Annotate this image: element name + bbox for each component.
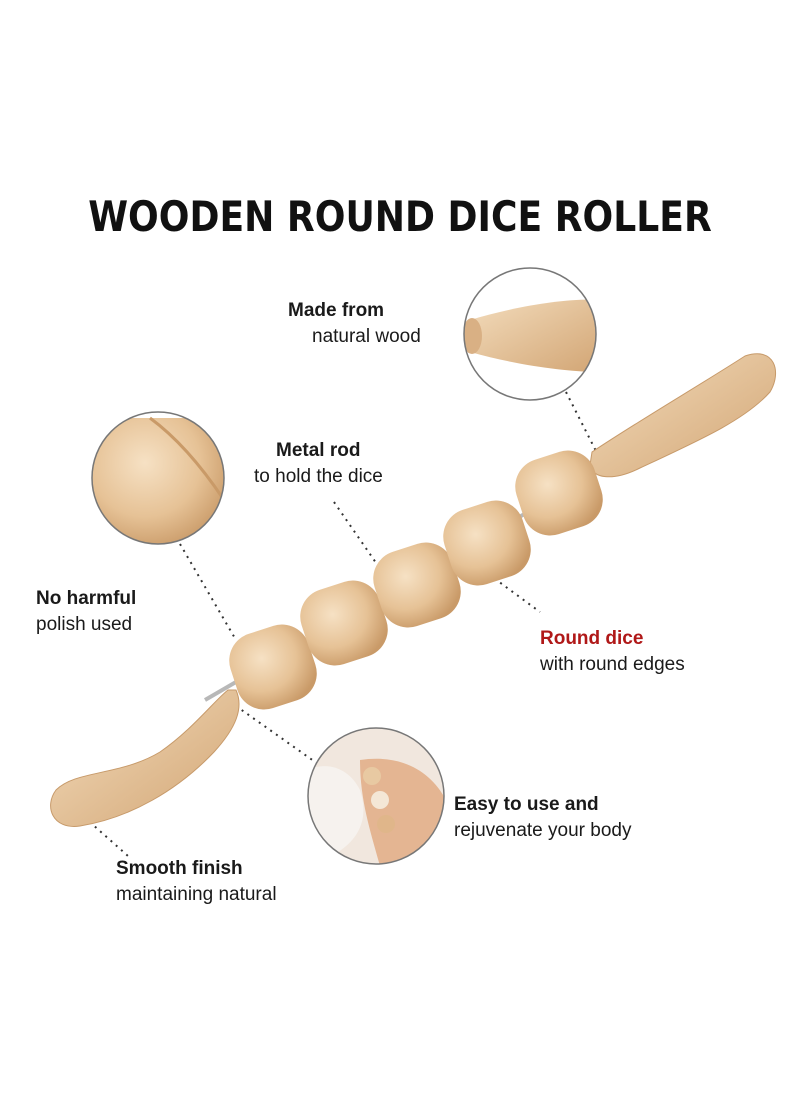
callout-heading: Easy to use and	[454, 794, 599, 815]
die	[443, 500, 531, 586]
callout-smooth-finish: Smooth finish maintaining natural	[116, 856, 277, 908]
callout-subtext: rejuvenate your body	[454, 820, 632, 841]
callout-subtext: to hold the dice	[254, 466, 383, 487]
die	[373, 542, 461, 628]
zoom-circle-usage	[307, 727, 445, 865]
callout-metal-rod: Metal rod to hold the dice	[254, 438, 383, 490]
bottom-handle	[50, 689, 240, 827]
die	[515, 450, 603, 536]
callout-heading: Made from	[288, 300, 385, 321]
callout-subtext: maintaining natural	[116, 884, 277, 905]
dice-beads	[229, 450, 603, 710]
callout-subtext: natural wood	[312, 326, 421, 347]
die	[300, 580, 388, 666]
callout-easy-use: Easy to use and rejuvenate your body	[454, 792, 631, 844]
callout-subtext: with round edges	[540, 654, 685, 675]
zoom-circle-die	[91, 411, 225, 545]
top-handle	[589, 353, 777, 478]
callout-heading: Metal rod	[276, 440, 361, 461]
zoom-circle-handle	[463, 267, 597, 401]
callout-subtext: polish used	[36, 614, 133, 635]
callout-round-dice: Round dice with round edges	[540, 626, 685, 678]
callout-heading: Smooth finish	[116, 858, 243, 879]
callout-no-polish: No harmful polish used	[36, 586, 136, 638]
die	[229, 624, 317, 710]
callout-natural-wood: Made from natural wood	[288, 298, 421, 350]
callout-heading: Round dice	[540, 628, 644, 649]
page-title: WOODEN ROUND DICE ROLLER	[88, 192, 712, 241]
callout-heading: No harmful	[36, 588, 137, 609]
